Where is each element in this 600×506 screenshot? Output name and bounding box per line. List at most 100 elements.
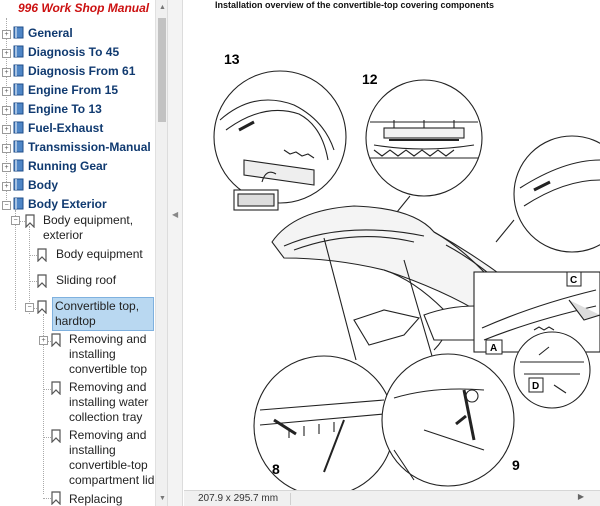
- bookmark-body-equipment[interactable]: Body equipment: [56, 247, 143, 262]
- bookmark-running-gear[interactable]: + Running Gear: [2, 159, 107, 173]
- bookmark-body[interactable]: + Body: [2, 178, 58, 192]
- expand-toggle[interactable]: +: [2, 144, 11, 153]
- bookmark-convertible-top-hardtop[interactable]: Convertible top, hardtop: [52, 297, 154, 331]
- bookmark-icon: [51, 491, 61, 505]
- expand-toggle[interactable]: +: [2, 49, 11, 58]
- bookmark-fuel-exhaust[interactable]: + Fuel-Exhaust: [2, 121, 103, 135]
- callout-9: 9: [512, 457, 520, 473]
- bookmark-removing-installing-convertible-top[interactable]: Removing and installing convertible top: [69, 332, 147, 377]
- bookmark-removing-installing-water-tray[interactable]: Removing and installing water collection…: [69, 380, 148, 425]
- callout-a: A: [490, 343, 497, 354]
- book-icon: [13, 26, 24, 39]
- bookmark-removing-installing-compartment-lid[interactable]: Removing and installing convertible-top …: [69, 428, 154, 488]
- bookmark-engine-from-15[interactable]: + Engine From 15: [2, 83, 118, 97]
- detail-d-circle: [513, 331, 591, 409]
- bookmark-icon: [37, 248, 47, 262]
- panel-splitter[interactable]: ◀: [167, 0, 183, 506]
- bookmark-sliding-roof[interactable]: Sliding roof: [56, 273, 116, 288]
- bookmark-icon: [25, 214, 35, 228]
- bookmark-label: Running Gear: [28, 159, 108, 173]
- bookmark-label: Transmission-Manual: [28, 140, 151, 154]
- bookmark-label: collection tray: [69, 410, 143, 424]
- bookmark-icon: [51, 429, 61, 443]
- bookmark-label: Removing and: [69, 332, 147, 346]
- scroll-down-icon[interactable]: ▼: [159, 495, 166, 502]
- bookmark-label: Engine To 13: [28, 102, 102, 116]
- bookmark-label: convertible top: [69, 362, 148, 376]
- bookmark-label: Replacing: [69, 492, 123, 506]
- bookmark-diagnosis-from-61[interactable]: + Diagnosis From 61: [2, 64, 135, 78]
- callout-12: 12: [362, 71, 378, 87]
- expand-toggle[interactable]: +: [39, 336, 48, 345]
- collapse-panel-icon[interactable]: ◀: [172, 210, 179, 219]
- collapse-toggle[interactable]: −: [2, 201, 11, 210]
- book-icon: [13, 178, 24, 191]
- scroll-right-icon[interactable]: ▶: [577, 492, 584, 501]
- bookmark-body-exterior[interactable]: − Body Exterior: [2, 197, 107, 211]
- detail-13-line: [219, 99, 335, 151]
- bookmark-label: hardtop: [55, 314, 96, 328]
- expand-toggle[interactable]: +: [2, 182, 11, 191]
- bookmark-label: Diagnosis To 45: [28, 45, 120, 59]
- page-heading: Installation overview of the convertible…: [215, 0, 495, 10]
- status-separator: [290, 493, 291, 505]
- bookmark-label: General: [28, 26, 73, 40]
- bookmark-engine-to-13[interactable]: + Engine To 13: [2, 102, 102, 116]
- bookmark-general[interactable]: + General: [2, 26, 73, 40]
- bookmark-label: Body: [28, 178, 58, 192]
- bookmark-label: Body equipment,: [43, 213, 134, 227]
- scroll-up-icon[interactable]: ▲: [159, 4, 166, 11]
- detail-top-right-circle: [513, 135, 600, 253]
- bookmark-label: Engine From 15: [28, 83, 119, 97]
- expand-toggle[interactable]: +: [2, 106, 11, 115]
- expand-toggle[interactable]: +: [2, 68, 11, 77]
- callout-13: 13: [224, 51, 240, 67]
- book-icon: [13, 159, 24, 172]
- bookmark-body-equipment-exterior[interactable]: Body equipment, exterior: [43, 213, 133, 243]
- bookmark-label: Body equipment: [56, 247, 143, 261]
- bookmark-label: Fuel-Exhaust: [28, 121, 104, 135]
- expand-toggle[interactable]: +: [2, 125, 11, 134]
- bookmark-label: Body Exterior: [28, 197, 107, 211]
- expand-toggle[interactable]: +: [2, 163, 11, 172]
- book-icon: [13, 102, 24, 115]
- book-icon: [13, 140, 24, 153]
- bookmark-panel: 996 Work Shop Manual + General + Diagnosis …: [0, 0, 167, 506]
- convertible-top-diagram: 13 12 8 9 A C D: [213, 51, 600, 490]
- bookmark-icon: [37, 274, 47, 288]
- book-icon: [13, 83, 24, 96]
- bookmark-label: installing: [69, 347, 116, 361]
- page-view[interactable]: Installation overview of the convertible…: [184, 0, 600, 490]
- bookmark-icon: [37, 300, 47, 314]
- collapse-toggle[interactable]: −: [25, 303, 34, 312]
- book-icon: [13, 197, 24, 210]
- bookmark-label: Diagnosis From 61: [28, 64, 136, 78]
- bookmark-label: convertible-top: [69, 458, 148, 472]
- bookmark-label: exterior: [43, 228, 84, 242]
- collapse-toggle[interactable]: −: [11, 216, 20, 225]
- bookmark-transmission-manual[interactable]: + Transmission-Manual: [2, 140, 151, 154]
- book-icon: [13, 121, 24, 134]
- detail-9-circle: [381, 353, 515, 487]
- detail-13-circle: [213, 70, 347, 204]
- callout-d: D: [532, 381, 539, 392]
- book-icon: [13, 45, 24, 58]
- bookmark-diagnosis-to-45[interactable]: + Diagnosis To 45: [2, 45, 119, 59]
- vertical-scrollbar[interactable]: ▲ ▼: [155, 0, 167, 506]
- bookmark-icon: [51, 333, 61, 347]
- callout-c: C: [570, 275, 577, 286]
- arrow-13: [238, 120, 255, 132]
- page-dimensions: 207.9 x 295.7 mm: [198, 493, 279, 504]
- expand-toggle[interactable]: +: [2, 87, 11, 96]
- bookmark-label: installing water: [69, 395, 149, 409]
- expand-toggle[interactable]: +: [2, 30, 11, 39]
- bookmark-icon: [51, 381, 61, 395]
- bookmark-label: Convertible top,: [55, 299, 140, 313]
- scrollbar-thumb[interactable]: [158, 18, 166, 122]
- book-icon: [13, 64, 24, 77]
- bookmark-replacing[interactable]: Replacing: [69, 492, 122, 506]
- bookmark-label: compartment lid: [69, 473, 155, 487]
- callout-8: 8: [272, 461, 280, 477]
- document-title: 996 Work Shop Manual: [18, 1, 150, 15]
- bookmark-label: Sliding roof: [56, 273, 117, 287]
